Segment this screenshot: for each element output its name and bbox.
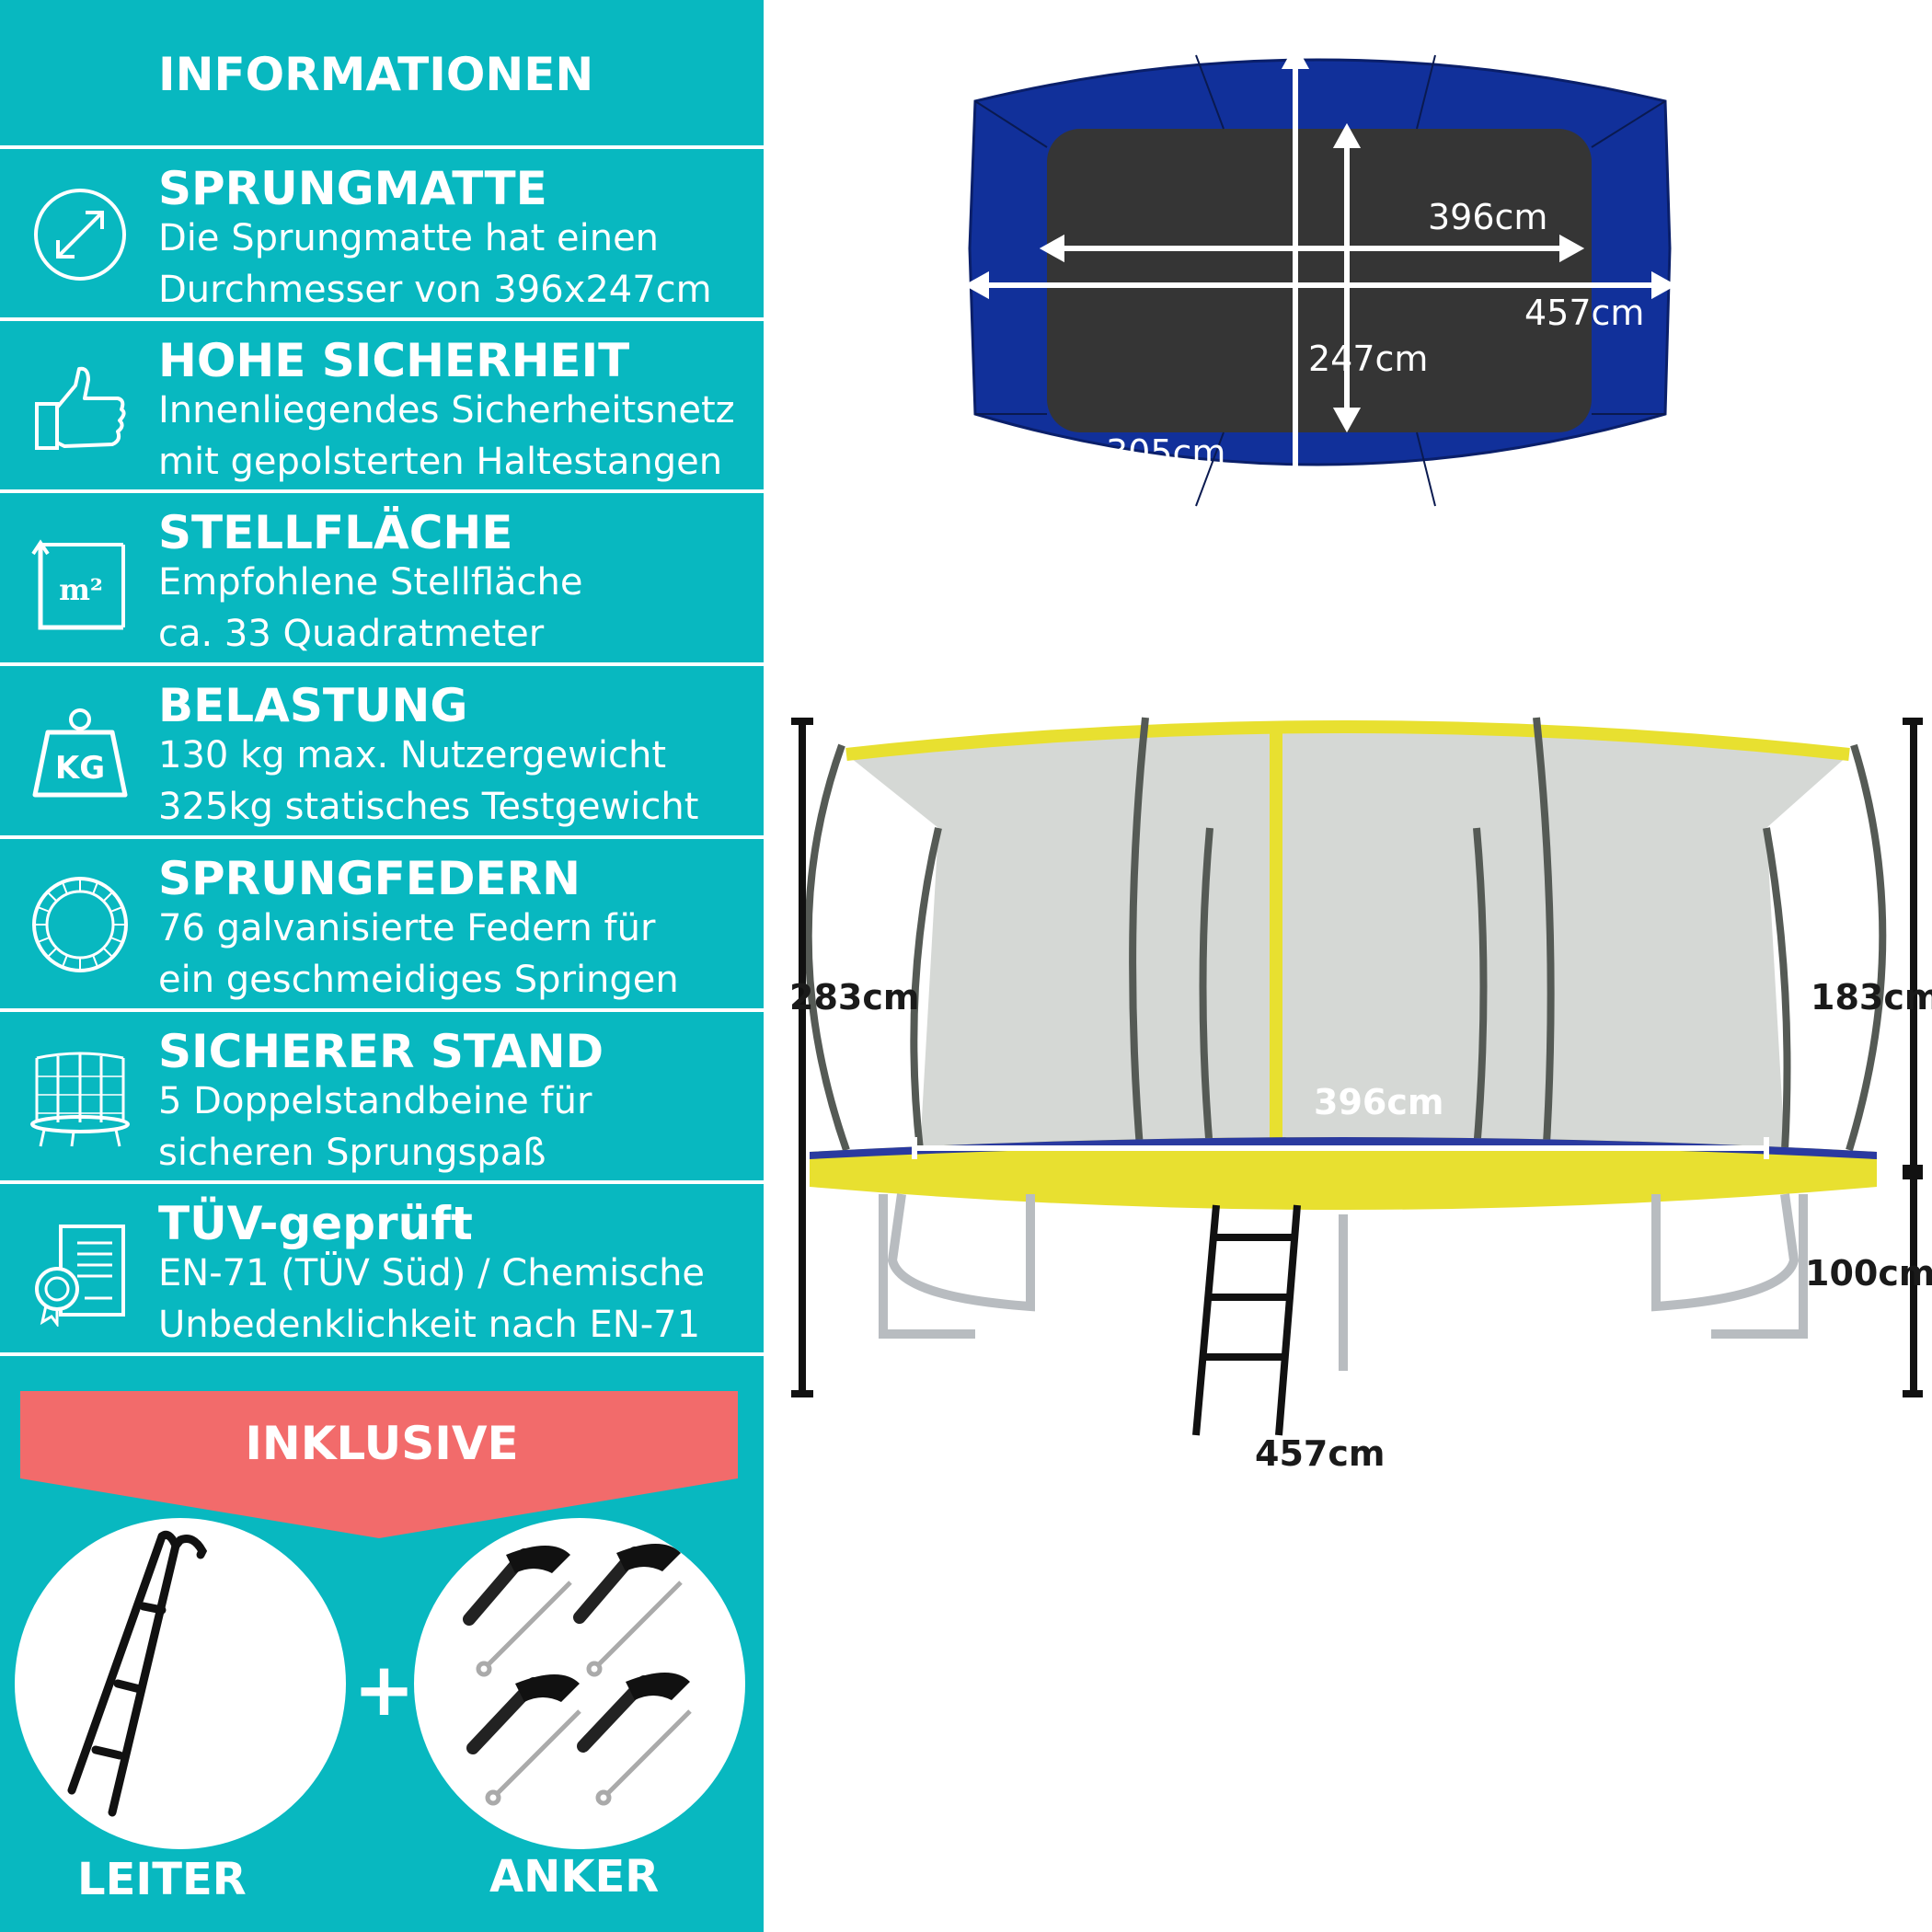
feature-row-sprungfedern: SPRUNGFEDERN 76 galvanisierte Federn für… <box>0 839 764 1012</box>
side-view-diagram <box>791 717 1923 1436</box>
top-total-width-label: 457cm <box>1524 293 1645 333</box>
feature-line: ca. 33 Quadratmeter <box>158 613 545 655</box>
side-net-height-label: 183cm <box>1811 977 1932 1018</box>
feature-title: HOHE SICHERHEIT <box>158 334 630 387</box>
top-total-depth-label: 305cm <box>1106 432 1226 473</box>
svg-text:KG: KG <box>55 750 105 787</box>
side-frame-height-label: 100cm <box>1805 1253 1932 1294</box>
feature-title: SICHERER STAND <box>158 1025 604 1078</box>
feature-line: Unbedenklichkeit nach EN-71 <box>158 1304 701 1346</box>
anchor-label: ANKER <box>489 1851 660 1903</box>
anchor-circle <box>414 1518 745 1849</box>
feature-row-sprungmatte: SPRUNGMATTE Die Sprungmatte hat einen Du… <box>0 149 764 321</box>
feature-title: STELLFLÄCHE <box>158 506 513 559</box>
feature-row-belastung: KG BELASTUNG 130 kg max. Nutzergewicht 3… <box>0 666 764 839</box>
sidebar-header: INFORMATIONEN <box>158 48 594 101</box>
feature-row-stand: SICHERER STAND 5 Doppelstandbeine für si… <box>0 1012 764 1184</box>
feature-title: TÜV-geprüft <box>158 1197 473 1250</box>
thumbs-up-icon <box>35 366 126 450</box>
feature-line: Durchmesser von 396x247cm <box>158 269 712 311</box>
feature-line: sicheren Sprungspaß <box>158 1132 546 1174</box>
feature-row-tuev: TÜV-geprüft EN-71 (TÜV Süd) / Chemische … <box>0 1184 764 1356</box>
feature-line: Die Sprungmatte hat einen <box>158 217 660 259</box>
square-meter-icon: m² <box>31 539 125 630</box>
feature-line: 325kg statisches Testgewicht <box>158 786 699 828</box>
side-mat-width-label: 396cm <box>1314 1082 1444 1122</box>
svg-text:m²: m² <box>59 572 103 607</box>
feature-line: Empfohlene Stellfläche <box>158 561 583 604</box>
feature-line: ein geschmeidiges Springen <box>158 959 679 1001</box>
certificate-icon <box>35 1225 125 1327</box>
feature-line: mit gepolsterten Haltestangen <box>158 441 723 483</box>
ladder-circle <box>15 1518 346 1849</box>
top-mat-depth-label: 247cm <box>1308 339 1429 379</box>
ladder-label: LEITER <box>77 1854 247 1905</box>
top-view-diagram <box>963 43 1677 518</box>
trampoline-icon <box>30 1052 130 1147</box>
side-total-height-label: 283cm <box>789 977 920 1018</box>
feature-title: SPRUNGMATTE <box>158 162 547 215</box>
ladder-icon <box>67 1530 208 1817</box>
feature-row-stellflaeche: m² STELLFLÄCHE Empfohlene Stellfläche ca… <box>0 493 764 666</box>
feature-line: Innenliegendes Sicherheitsnetz <box>158 389 735 431</box>
inclusive-title: INKLUSIVE <box>245 1417 519 1470</box>
diagonal-arrow-icon <box>34 189 126 281</box>
feature-line: 130 kg max. Nutzergewicht <box>158 734 667 776</box>
springs-ring-icon <box>32 877 128 972</box>
plus-sign: + <box>353 1647 416 1732</box>
info-sidebar: INFORMATIONEN SPRUNGMATTE Die Sprungmatt… <box>0 0 764 1932</box>
inclusive-banner <box>20 1391 738 1538</box>
side-total-width-label: 457cm <box>1255 1433 1386 1474</box>
feature-line: 76 galvanisierte Federn für <box>158 907 656 949</box>
feature-line: EN-71 (TÜV Süd) / Chemische <box>158 1252 706 1294</box>
weight-kg-icon: KG <box>32 708 128 798</box>
top-mat-width-label: 396cm <box>1428 197 1548 237</box>
feature-line: 5 Doppelstandbeine für <box>158 1080 592 1122</box>
feature-title: SPRUNGFEDERN <box>158 852 581 905</box>
header-row: INFORMATIONEN <box>0 0 764 149</box>
feature-row-sicherheit: HOHE SICHERHEIT Innenliegendes Sicherhei… <box>0 321 764 493</box>
feature-title: BELASTUNG <box>158 679 468 732</box>
anchor-kit-icon <box>463 1544 692 1806</box>
